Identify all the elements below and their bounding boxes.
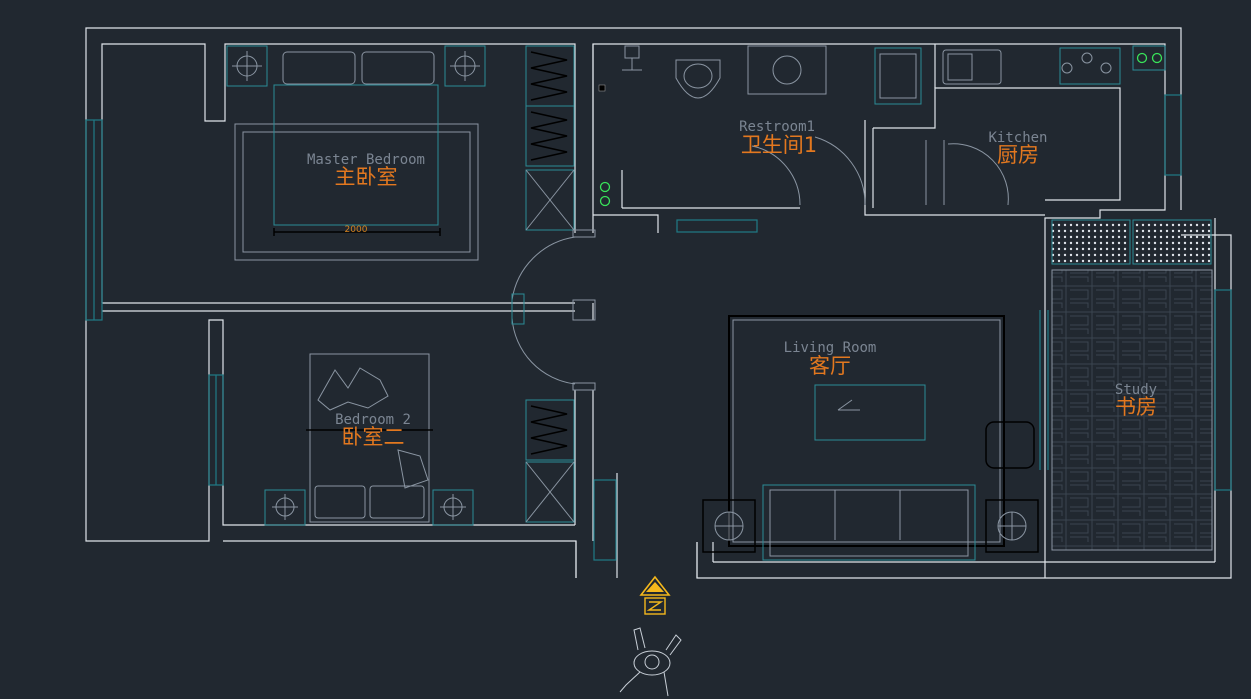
room-label-kitchen-cn: 厨房 [997, 143, 1039, 167]
person-icon [619, 627, 682, 697]
sink-icon [942, 49, 1002, 85]
sofa-icon [762, 484, 976, 561]
room-label-restroom-cn: 卫生间1 [741, 133, 817, 157]
room-label-study-en: Study [1115, 382, 1157, 398]
room-label-bedroom2-cn: 卧室二 [342, 425, 405, 449]
wardrobe-icon [525, 45, 575, 523]
doors [511, 136, 1009, 391]
master-bed-dimension: 2000 [345, 225, 368, 235]
bedroom-2: Bedroom 2 卧室二 [264, 353, 474, 526]
bed-icon [282, 51, 435, 85]
room-label-kitchen-en: Kitchen [988, 130, 1047, 146]
kitchen: Kitchen 厨房 [942, 45, 1166, 167]
room-label-master-en: Master Bedroom [307, 152, 425, 168]
room-label-restroom-en: Restroom1 [739, 119, 815, 135]
room-label-living-cn: 客厅 [809, 354, 851, 378]
room-label-bedroom2-en: Bedroom 2 [335, 412, 411, 428]
room-label-study-cn: 书房 [1115, 395, 1157, 419]
room-label-living-en: Living Room [784, 340, 877, 356]
nightstand-right [444, 45, 486, 87]
north-arrow-icon [639, 575, 671, 615]
restroom: Restroom1 卫生间1 [598, 45, 922, 207]
windows [85, 94, 1232, 561]
room-label-master-cn: 主卧室 [335, 165, 398, 189]
nightstand-left [226, 45, 268, 87]
stove-icon [1059, 47, 1121, 85]
master-bedroom: 2000 Master Bedroom 主卧室 [226, 45, 486, 261]
shower-icon [622, 45, 642, 71]
bed-icon [314, 367, 429, 519]
study: Study 书房 [1051, 219, 1213, 551]
sink-icon [747, 45, 827, 95]
toilet-icon [675, 59, 721, 99]
living-room: Living Room 客厅 [702, 315, 1039, 561]
